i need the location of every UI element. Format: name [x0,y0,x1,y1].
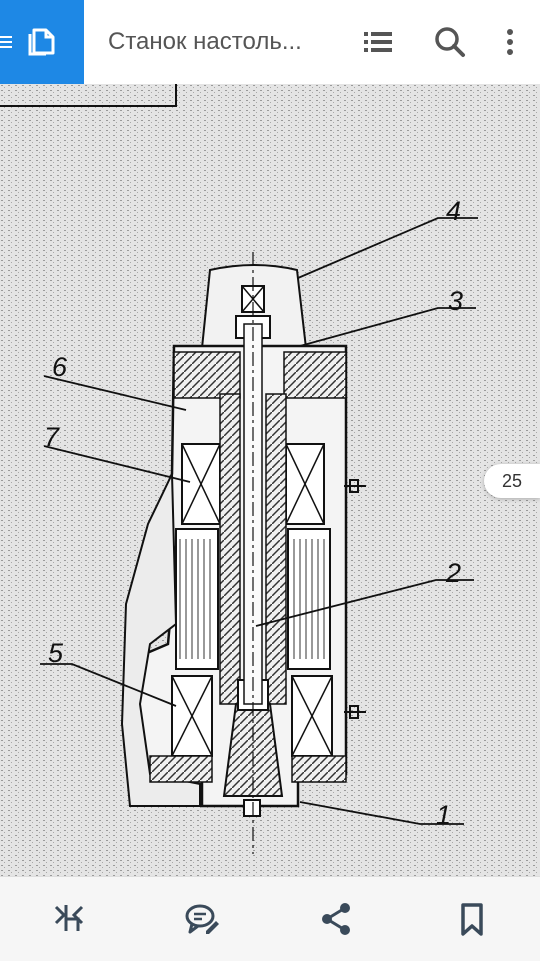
callout-4: 4 [446,196,461,226]
bottom-action-bar [0,876,540,961]
page-number-badge[interactable]: 25 [484,464,540,498]
callout-2: 2 [445,558,461,588]
document-title[interactable]: Станок настоль... [108,28,302,55]
bookmark-icon[interactable] [454,901,490,937]
callout-7: 7 [44,422,60,452]
callout-3: 3 [448,286,463,316]
reading-mode-icon[interactable] [52,901,88,937]
callout-5: 5 [48,638,64,668]
share-icon[interactable] [318,901,354,937]
more-vert-icon[interactable] [492,24,528,60]
comment-icon[interactable] [184,901,220,937]
technical-drawing: 4 3 6 7 2 5 1 [0,84,540,876]
list-icon[interactable] [360,24,396,60]
callout-1: 1 [436,800,451,830]
search-icon[interactable] [432,24,468,60]
top-app-bar: Станок настоль... [0,0,540,84]
document-tab[interactable] [0,0,84,84]
document-viewer[interactable]: 4 3 6 7 2 5 1 25 [0,84,540,876]
callout-6: 6 [52,352,68,382]
menu-icon[interactable] [0,34,14,50]
document-copy-icon[interactable] [26,24,60,58]
